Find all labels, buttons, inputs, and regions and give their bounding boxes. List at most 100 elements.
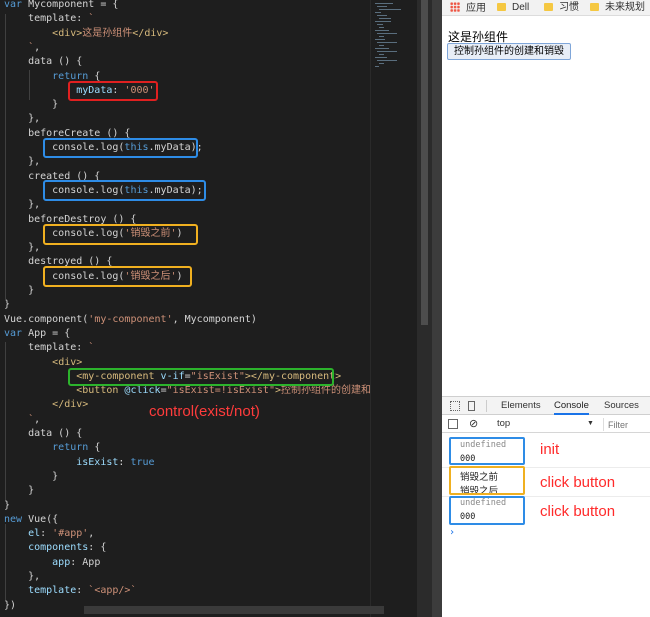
console-prompt[interactable]: › xyxy=(449,527,456,538)
code-token: { xyxy=(94,442,101,454)
clear-console-icon[interactable]: ⊘ xyxy=(469,418,479,430)
code-line: template: ` xyxy=(4,12,94,26)
minimap-line xyxy=(379,36,384,37)
toggle-component-button[interactable]: 控制孙组件的创建和销毁 xyxy=(447,43,571,60)
minimap-line xyxy=(379,9,401,10)
vertical-scrollbar[interactable] xyxy=(417,0,432,617)
minimap-line xyxy=(379,18,391,19)
code-line: }, xyxy=(4,198,40,212)
code-token: var xyxy=(4,327,29,339)
context-dropdown-icon[interactable]: ▼ xyxy=(587,420,594,427)
code-line: console.log('销毁之前') xyxy=(4,227,183,241)
minimap-line xyxy=(375,48,389,49)
console-message: undefined xyxy=(460,440,507,450)
code-line: template: ` xyxy=(4,341,94,355)
code-line: var Mycomponent = { xyxy=(4,0,118,12)
code-token: : App xyxy=(70,556,101,568)
code-token: , xyxy=(34,413,41,425)
code-line: } xyxy=(4,98,58,112)
code-token: console.log( xyxy=(4,270,125,282)
code-line: beforeCreate () { xyxy=(4,127,130,141)
click-button-annotation: click button xyxy=(540,503,616,520)
code-token: console.log( xyxy=(4,142,125,153)
code-editor[interactable]: var Mycomponent = { template: ` <div> 这是孙… xyxy=(0,0,432,617)
minimap[interactable] xyxy=(370,0,417,617)
minimap-line xyxy=(377,51,397,52)
code-token: '销毁之后' xyxy=(124,270,177,282)
bookmark-habits[interactable]: 习惯 xyxy=(544,2,579,14)
code-token: } xyxy=(4,499,11,511)
bookmark-label: 习惯 xyxy=(559,2,579,13)
code-token: } xyxy=(4,470,59,482)
code-token: "isExist=!isExist" xyxy=(166,385,275,397)
code-token xyxy=(4,399,52,410)
code-token: Vue.component( xyxy=(4,313,89,325)
code-token: `<app/>` xyxy=(88,585,137,597)
code-line: created () { xyxy=(4,170,100,184)
code-token: : xyxy=(76,585,89,597)
code-line: var App = { xyxy=(4,327,70,341)
bookmarks-bar: 应用 Dell 习惯 未来规划 xyxy=(442,0,650,16)
code-token: } xyxy=(4,485,35,497)
pane-divider[interactable] xyxy=(432,0,442,617)
code-line: el: '#app', xyxy=(4,527,94,541)
bookmark-dell[interactable]: Dell xyxy=(497,2,529,14)
code-line: } xyxy=(4,499,10,513)
horizontal-scrollbar[interactable] xyxy=(84,606,384,614)
console-toolbar: ⊘ top ▼ xyxy=(442,416,650,433)
devtools-tabbar: Elements Console Sources xyxy=(442,397,650,415)
code-line: }, xyxy=(4,155,40,169)
bookmark-label: Dell xyxy=(512,2,530,13)
tab-elements[interactable]: Elements xyxy=(501,400,541,411)
code-line: </div> xyxy=(4,398,88,412)
context-selector[interactable]: top xyxy=(497,418,511,429)
code-line: new Vue({ xyxy=(4,513,58,527)
code-token: el xyxy=(4,528,41,540)
code-line: <div> xyxy=(4,356,82,370)
destroy-highlight xyxy=(449,466,525,495)
minimap-line xyxy=(375,12,381,13)
code-token: data () { xyxy=(4,56,83,68)
folder-icon xyxy=(544,3,553,11)
bookmark-future-plan[interactable]: 未来规划 xyxy=(590,2,645,14)
minimap-line xyxy=(379,45,384,46)
code-line: Vue.component('my-component', Mycomponen… xyxy=(4,313,257,327)
tab-sources[interactable]: Sources xyxy=(604,400,639,411)
code-line: console.log(this.myData); xyxy=(4,184,203,198)
code-line: console.log(this.myData); xyxy=(4,141,203,155)
code-token: Mycomponent = { xyxy=(28,0,119,10)
bookmark-apps[interactable]: 应用 xyxy=(450,2,486,14)
code-token: template xyxy=(4,585,77,597)
minimap-line xyxy=(379,63,384,64)
code-token: , xyxy=(88,528,95,540)
code-token: : xyxy=(118,456,131,468)
filter-input[interactable] xyxy=(603,418,650,431)
minimap-line xyxy=(377,33,397,34)
code-line: }, xyxy=(4,112,40,126)
code-token: : { xyxy=(88,542,107,554)
code-line: }) xyxy=(4,599,16,613)
code-line: }, xyxy=(4,570,40,584)
scroll-thumb[interactable] xyxy=(421,0,428,325)
code-token: : xyxy=(112,84,125,96)
sidebar-toggle-icon[interactable] xyxy=(448,419,458,429)
device-toolbar-icon[interactable] xyxy=(468,401,475,411)
bookmark-label: 应用 xyxy=(466,3,486,14)
minimap-line xyxy=(377,24,383,25)
inspect-icon[interactable] xyxy=(450,401,460,411)
code-line: } xyxy=(4,470,58,484)
code-token: </div> xyxy=(132,27,169,39)
code-token: <div> xyxy=(52,356,83,368)
code-token: } xyxy=(4,285,35,296)
code-token: App = { xyxy=(28,327,71,339)
code-line: components: { xyxy=(4,541,106,555)
code-token: } xyxy=(4,299,11,311)
tab-console[interactable]: Console xyxy=(554,397,589,415)
code-token: ) xyxy=(176,227,183,239)
code-line: `, xyxy=(4,41,40,55)
code-token: 这是孙组件 xyxy=(82,27,133,39)
code-token: ` xyxy=(4,41,35,53)
code-token: beforeCreate () { xyxy=(4,127,131,139)
code-token: @click xyxy=(118,385,161,397)
console-message: 000 xyxy=(460,512,476,522)
